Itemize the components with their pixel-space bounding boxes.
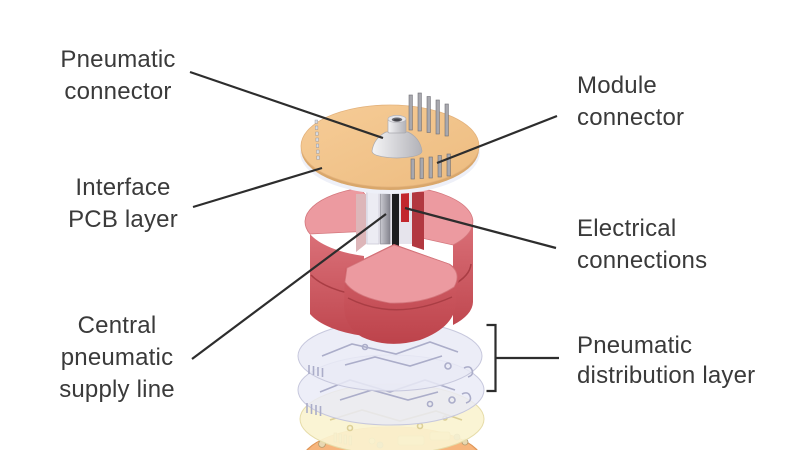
label-central-pneumatic-supply-line: Central pneumatic supply line [22,310,212,406]
interface-pcb-assembly [300,92,480,194]
actuator-cylinders [304,187,474,344]
distribution-disc-1-channels [308,341,474,378]
actuator-front-top [344,244,458,304]
leader-lines [189,70,559,393]
label-module-connector: Module connector [577,70,684,134]
leader-central-supply-line [191,213,387,360]
supply-tube-sleeve [366,191,380,245]
pneumatic-connector-part [371,115,423,159]
label-line: connections [577,247,708,274]
label-line: Module [577,72,657,99]
label-interface-pcb-layer: Interface PCB layer [35,172,211,236]
label-electrical-connections: Electrical connections [577,213,707,277]
black-wire [392,192,399,246]
label-line: Central [77,312,157,339]
actuator-right-inner-face [412,192,424,250]
actuator-right-wall [453,222,473,325]
label-line: Pneumatic [577,332,693,359]
pcb-pads [314,119,320,160]
label-line: distribution layer [577,362,756,389]
leader-electrical-connections [404,206,557,250]
actuator-front-seam [347,296,453,311]
connector-port-bore [393,118,401,122]
label-line: Interface [75,174,171,201]
label-line: PCB layer [68,206,178,233]
label-line: connector [64,78,172,105]
connector-dome [371,131,423,159]
electrical-wires [392,192,409,246]
distribution-disc-1 [297,320,483,392]
label-line: pneumatic [60,344,174,371]
label-line: Electrical [577,215,677,242]
label-line: supply line [59,376,175,403]
label-line: connector [577,104,685,131]
actuator-left-inner-face [356,194,366,252]
label-pneumatic-distribution-layer: Pneumatic distribution layer [577,331,755,391]
label-line: Pneumatic [60,46,176,73]
module-connector-pins-front [410,153,451,180]
red-wire [401,192,409,222]
label-pneumatic-connector: Pneumatic connector [30,44,206,108]
leader-pneumatic-connector [189,70,384,140]
module-connector-pins-back [408,92,449,137]
distribution-layer-bracket [486,323,559,393]
actuator-segment-front [344,244,459,344]
leader-interface-pcb-layer [192,166,323,209]
leader-module-connector [436,114,558,165]
